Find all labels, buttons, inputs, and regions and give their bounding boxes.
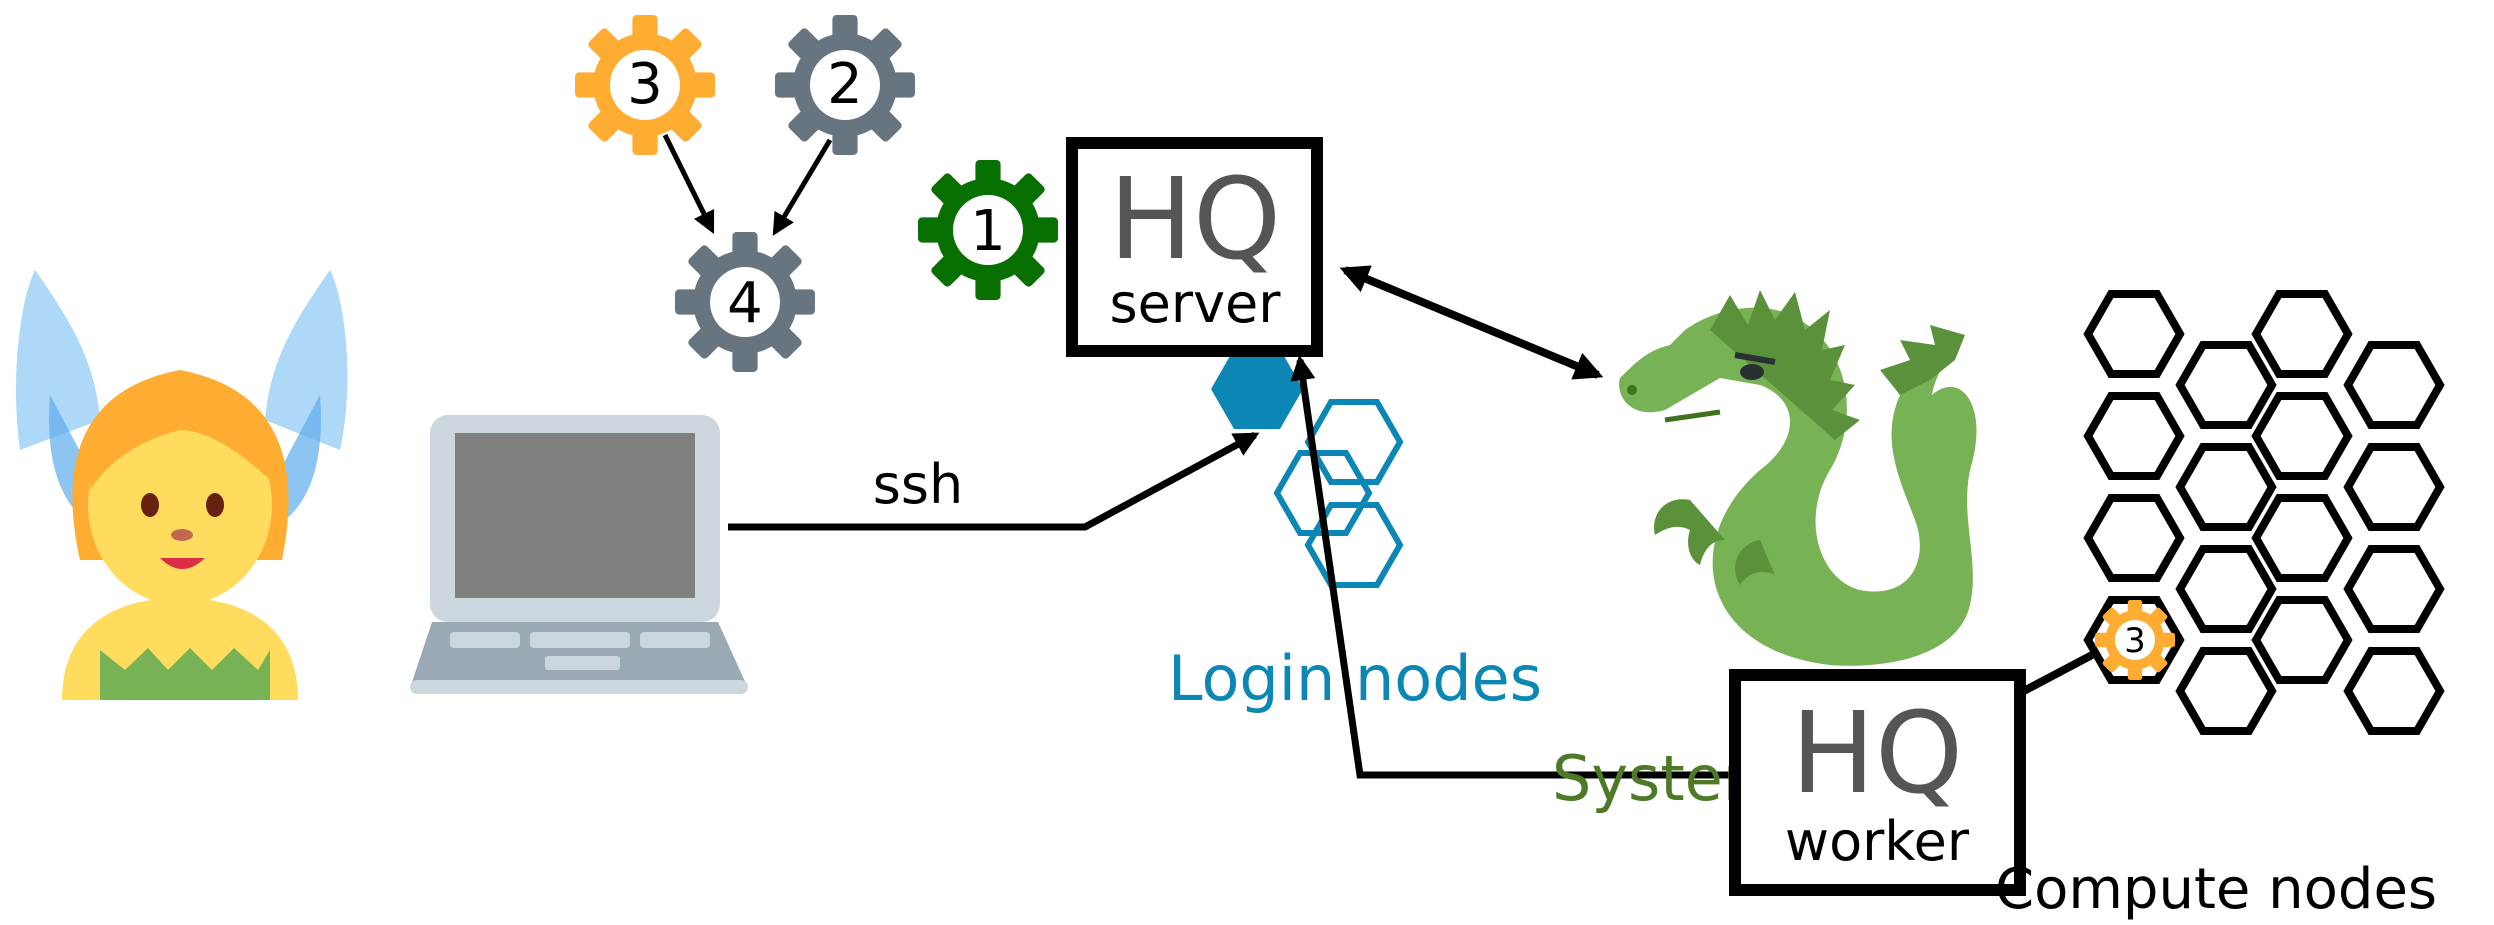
gear-label: 2 (827, 52, 863, 117)
compute-node (2251, 392, 2353, 480)
compute-node (2343, 545, 2445, 633)
worker-compute-connector (2018, 651, 2094, 697)
hq-server-subtitle: server (1110, 272, 1282, 335)
gear-label: 3 (2124, 621, 2146, 661)
compute-node (2175, 545, 2277, 633)
compute-node (2251, 290, 2353, 378)
login-nodes-cluster (1211, 349, 1404, 588)
laptop-icon (410, 415, 748, 694)
hq-server-box: HQ server (1066, 137, 1323, 357)
compute-nodes-label: Compute nodes (1995, 857, 2437, 922)
gear-label: 4 (727, 271, 763, 336)
login-node (1304, 399, 1404, 485)
gear-label: 1 (970, 199, 1006, 264)
compute-node (2251, 596, 2353, 684)
compute-node (2083, 494, 2185, 582)
hq-worker-title: HQ (1791, 689, 1963, 819)
gear-icon-2: 2 (775, 15, 915, 155)
login-node-active (1211, 349, 1303, 429)
login-nodes-label: Login nodes (1168, 642, 1542, 715)
hq-worker-box: HQ worker (1729, 669, 2026, 896)
compute-node (2175, 647, 2277, 735)
dependency-arrow-3-4 (662, 133, 715, 235)
compute-node (2175, 443, 2277, 531)
gear-icon-1: 1 (918, 160, 1058, 300)
hq-server-title: HQ (1109, 155, 1281, 285)
compute-node (2175, 341, 2277, 429)
compute-node (2343, 647, 2445, 735)
login-node (1304, 502, 1404, 588)
user-fairy-icon (15, 270, 348, 700)
dragon-icon (1619, 290, 1977, 666)
gear-icon-3: 3 (575, 15, 715, 155)
compute-node (2251, 494, 2353, 582)
gear-icon-3-running: 3 (2095, 600, 2175, 680)
ssh-label: ssh (873, 453, 964, 516)
server-cluster-arrow (1339, 265, 1604, 380)
gear-icon-4: 4 (675, 232, 815, 372)
ssh-arrow (728, 431, 1260, 531)
login-node (1273, 450, 1373, 536)
compute-node (2083, 392, 2185, 480)
worker-server-arrow (1290, 355, 1735, 779)
compute-node (2343, 341, 2445, 429)
dependency-arrow-2-4 (772, 138, 833, 236)
hq-worker-subtitle: worker (1785, 810, 1970, 873)
gear-label: 3 (627, 52, 663, 117)
compute-node (2083, 290, 2185, 378)
compute-node (2343, 443, 2445, 531)
